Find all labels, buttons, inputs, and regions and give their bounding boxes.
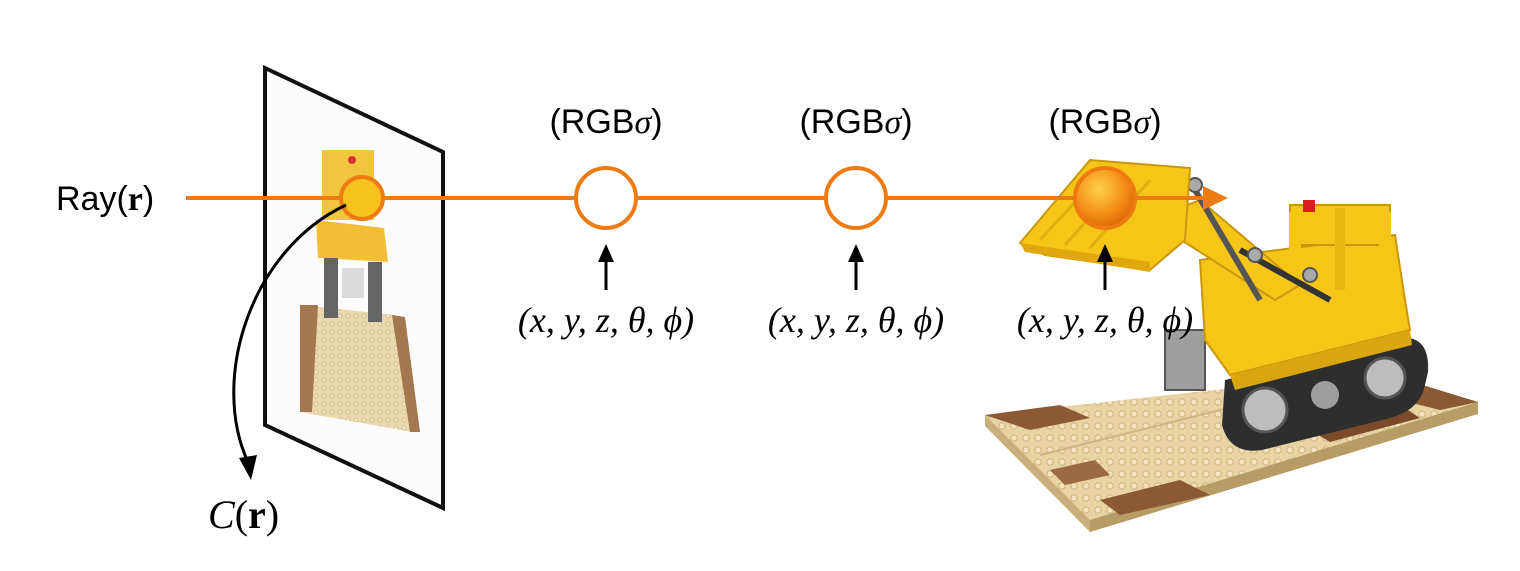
ray-label: Ray(r) <box>56 180 154 218</box>
sample-point-2 <box>824 166 888 230</box>
pixel-point <box>339 175 385 221</box>
input-arrow-3 <box>1097 244 1113 290</box>
color-output-arrowhead <box>239 455 257 480</box>
sample-point-1 <box>574 166 638 230</box>
sample-point-3-surface <box>1073 166 1137 230</box>
bulldozer-cab <box>1289 200 1391 300</box>
ray-arrowhead <box>1203 186 1228 210</box>
output-label-3: (RGBσ) <box>1048 103 1161 141</box>
input-arrow-2 <box>848 244 864 290</box>
color-output-arrow <box>232 203 347 463</box>
image-plane <box>263 64 445 512</box>
lego-scene <box>985 158 1478 532</box>
input-label-3: (x, y, z, θ, ϕ) <box>1017 300 1193 340</box>
input-label-2: (x, y, z, θ, ϕ) <box>768 300 944 340</box>
input-label-1: (x, y, z, θ, ϕ) <box>518 300 694 340</box>
rendered-bulldozer-thumbnail <box>300 150 420 432</box>
input-arrow-1 <box>598 244 614 290</box>
output-label-2: (RGBσ) <box>799 103 912 141</box>
output-label-1: (RGBσ) <box>549 103 662 141</box>
color-label: C(r) <box>208 492 279 537</box>
